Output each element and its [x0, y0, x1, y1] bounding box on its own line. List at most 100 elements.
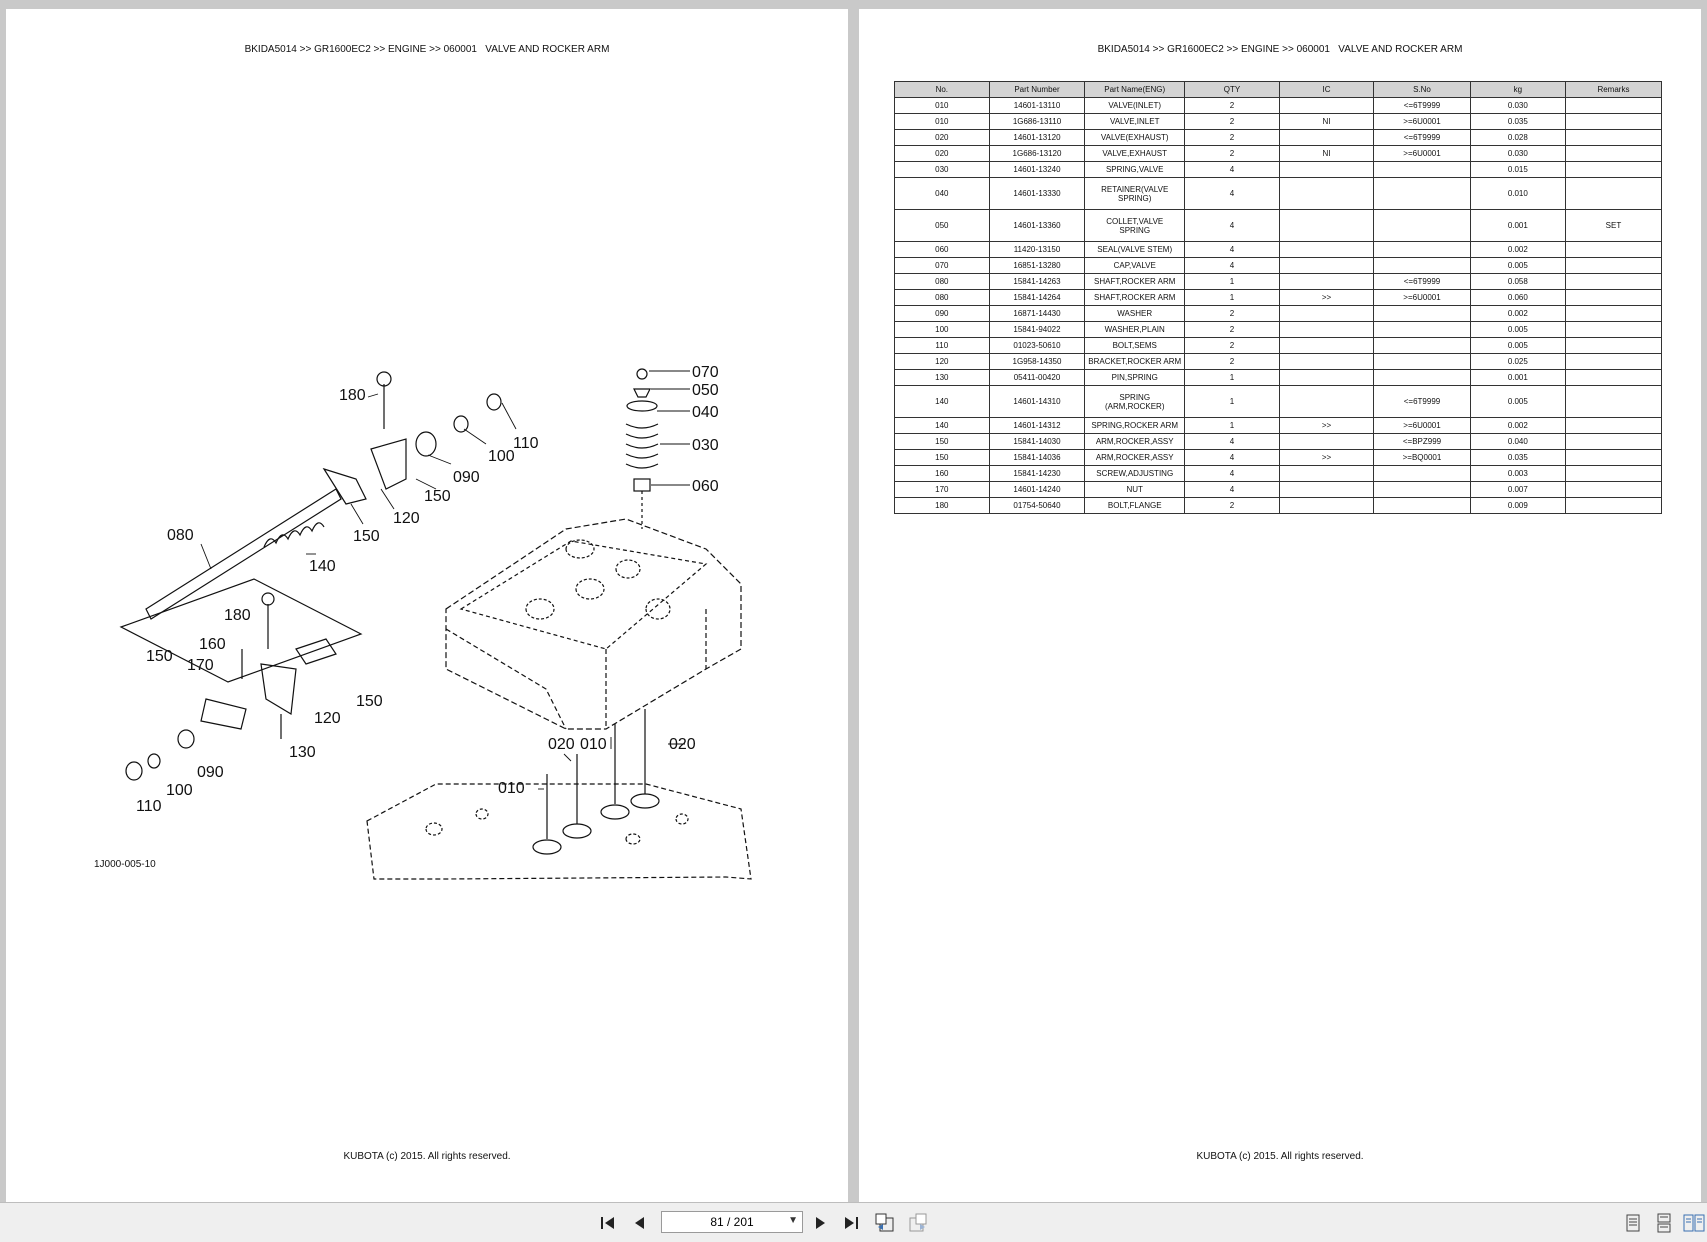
cell-no: 140	[894, 385, 990, 418]
cylinder-head-top	[459, 540, 708, 650]
cell-part-name: SPRING,ROCKER ARM	[1084, 417, 1186, 434]
chevron-down-icon[interactable]: ▼	[788, 1215, 798, 1226]
previous-view-button[interactable]	[874, 1213, 896, 1233]
cell-qty: 2	[1184, 353, 1280, 370]
cell-part-name: SCREW,ADJUSTING	[1084, 465, 1186, 482]
page-indicator: 81 / 201	[710, 1215, 754, 1229]
cell-remarks	[1564, 113, 1663, 130]
cell-kg: 0.060	[1469, 289, 1566, 306]
cell-serial-no	[1373, 305, 1471, 322]
cell-no: 060	[894, 241, 990, 258]
cell-remarks	[1564, 465, 1663, 482]
cell-no: 010	[894, 97, 990, 114]
callout-020-right: 020	[669, 736, 696, 753]
cell-ic	[1278, 97, 1375, 114]
callout-090-upper: 090	[453, 469, 480, 486]
callout-110-lower: 110	[136, 798, 162, 815]
cell-part-number: 14601-13120	[988, 129, 1086, 146]
cell-serial-no	[1373, 337, 1471, 354]
single-page-view-button[interactable]	[1622, 1213, 1644, 1233]
cell-part-name: SPRING (ARM,ROCKER)	[1084, 385, 1186, 418]
cell-qty: 1	[1184, 417, 1280, 434]
callout-060: 060	[692, 478, 719, 495]
cell-remarks	[1564, 481, 1663, 498]
cell-part-name: WASHER,PLAIN	[1084, 321, 1186, 338]
cell-qty: 2	[1184, 129, 1280, 146]
cell-qty: 1	[1184, 273, 1280, 290]
cell-serial-no: >=6U0001	[1373, 113, 1471, 130]
cell-part-name: SEAL(VALVE STEM)	[1084, 241, 1186, 258]
valve-stems	[532, 709, 660, 855]
cell-remarks	[1564, 305, 1663, 322]
first-page-button[interactable]	[597, 1213, 619, 1233]
cell-remarks	[1564, 497, 1663, 514]
cell-serial-no	[1373, 369, 1471, 386]
callout-150-upper-right: 150	[424, 488, 451, 505]
cell-kg: 0.005	[1469, 337, 1566, 354]
cell-kg: 0.015	[1469, 161, 1566, 178]
cell-qty: 2	[1184, 497, 1280, 514]
parts-list-table: No. Part Number Part Name(ENG) QTY IC S.…	[894, 81, 1663, 514]
cell-qty: 4	[1184, 449, 1280, 466]
cell-remarks	[1564, 273, 1663, 290]
cell-part-number: 1G686-13110	[988, 113, 1086, 130]
cell-kg: 0.003	[1469, 465, 1566, 482]
single-page-view-icon	[1626, 1214, 1640, 1232]
cell-part-number: 14601-14312	[988, 417, 1086, 434]
page-number-input[interactable]: 81 / 201 ▼	[661, 1211, 803, 1233]
callout-leaders	[200, 370, 690, 790]
cell-part-number: 16871-14430	[988, 305, 1086, 322]
continuous-view-button[interactable]	[1653, 1213, 1675, 1233]
cell-kg: 0.010	[1469, 177, 1566, 210]
cell-serial-no: >=BQ0001	[1373, 449, 1471, 466]
copyright-footer-left: KUBOTA (c) 2015. All rights reserved.	[343, 1151, 511, 1162]
cylinder-block-outline	[366, 783, 752, 880]
cell-part-number: 16851-13280	[988, 257, 1086, 274]
next-view-button[interactable]	[907, 1213, 929, 1233]
column-header-part-number: Part Number	[988, 81, 1086, 98]
cell-kg: 0.030	[1469, 145, 1566, 162]
cell-serial-no	[1373, 321, 1471, 338]
cell-remarks	[1564, 369, 1663, 386]
cell-remarks	[1564, 289, 1663, 306]
cell-remarks	[1564, 97, 1663, 114]
cell-part-number: 15841-14036	[988, 449, 1086, 466]
cell-no: 020	[894, 129, 990, 146]
callout-120-upper: 120	[393, 510, 420, 527]
cell-kg: 0.009	[1469, 497, 1566, 514]
previous-page-button[interactable]	[628, 1213, 650, 1233]
column-header-remarks: Remarks	[1564, 81, 1663, 98]
cell-part-name: PIN,SPRING	[1084, 369, 1186, 386]
cell-qty: 4	[1184, 209, 1280, 242]
cell-kg: 0.001	[1469, 369, 1566, 386]
cell-qty: 4	[1184, 161, 1280, 178]
cell-qty: 2	[1184, 321, 1280, 338]
cell-ic	[1278, 161, 1375, 178]
cell-part-name: BOLT,FLANGE	[1084, 497, 1186, 514]
cell-ic	[1278, 353, 1375, 370]
cell-part-name: VALVE,EXHAUST	[1084, 145, 1186, 162]
facing-pages-view-button[interactable]	[1682, 1213, 1706, 1233]
cell-no: 020	[894, 145, 990, 162]
callout-150-lower-left: 150	[146, 648, 173, 665]
last-page-icon	[845, 1217, 858, 1229]
callout-100-upper: 100	[488, 448, 515, 465]
cell-ic: NI	[1278, 113, 1375, 130]
next-page-button[interactable]	[810, 1213, 832, 1233]
cell-serial-no	[1373, 481, 1471, 498]
cell-part-number: 11420-13150	[988, 241, 1086, 258]
last-page-button[interactable]	[840, 1213, 862, 1233]
cell-ic	[1278, 129, 1375, 146]
callout-150-upper-left: 150	[353, 528, 380, 545]
diagram-reference-code: 1J000-005-10	[94, 859, 156, 870]
column-header-serial-no: S.No	[1373, 81, 1471, 98]
callout-170: 170	[187, 657, 214, 674]
previous-view-icon	[875, 1213, 894, 1232]
